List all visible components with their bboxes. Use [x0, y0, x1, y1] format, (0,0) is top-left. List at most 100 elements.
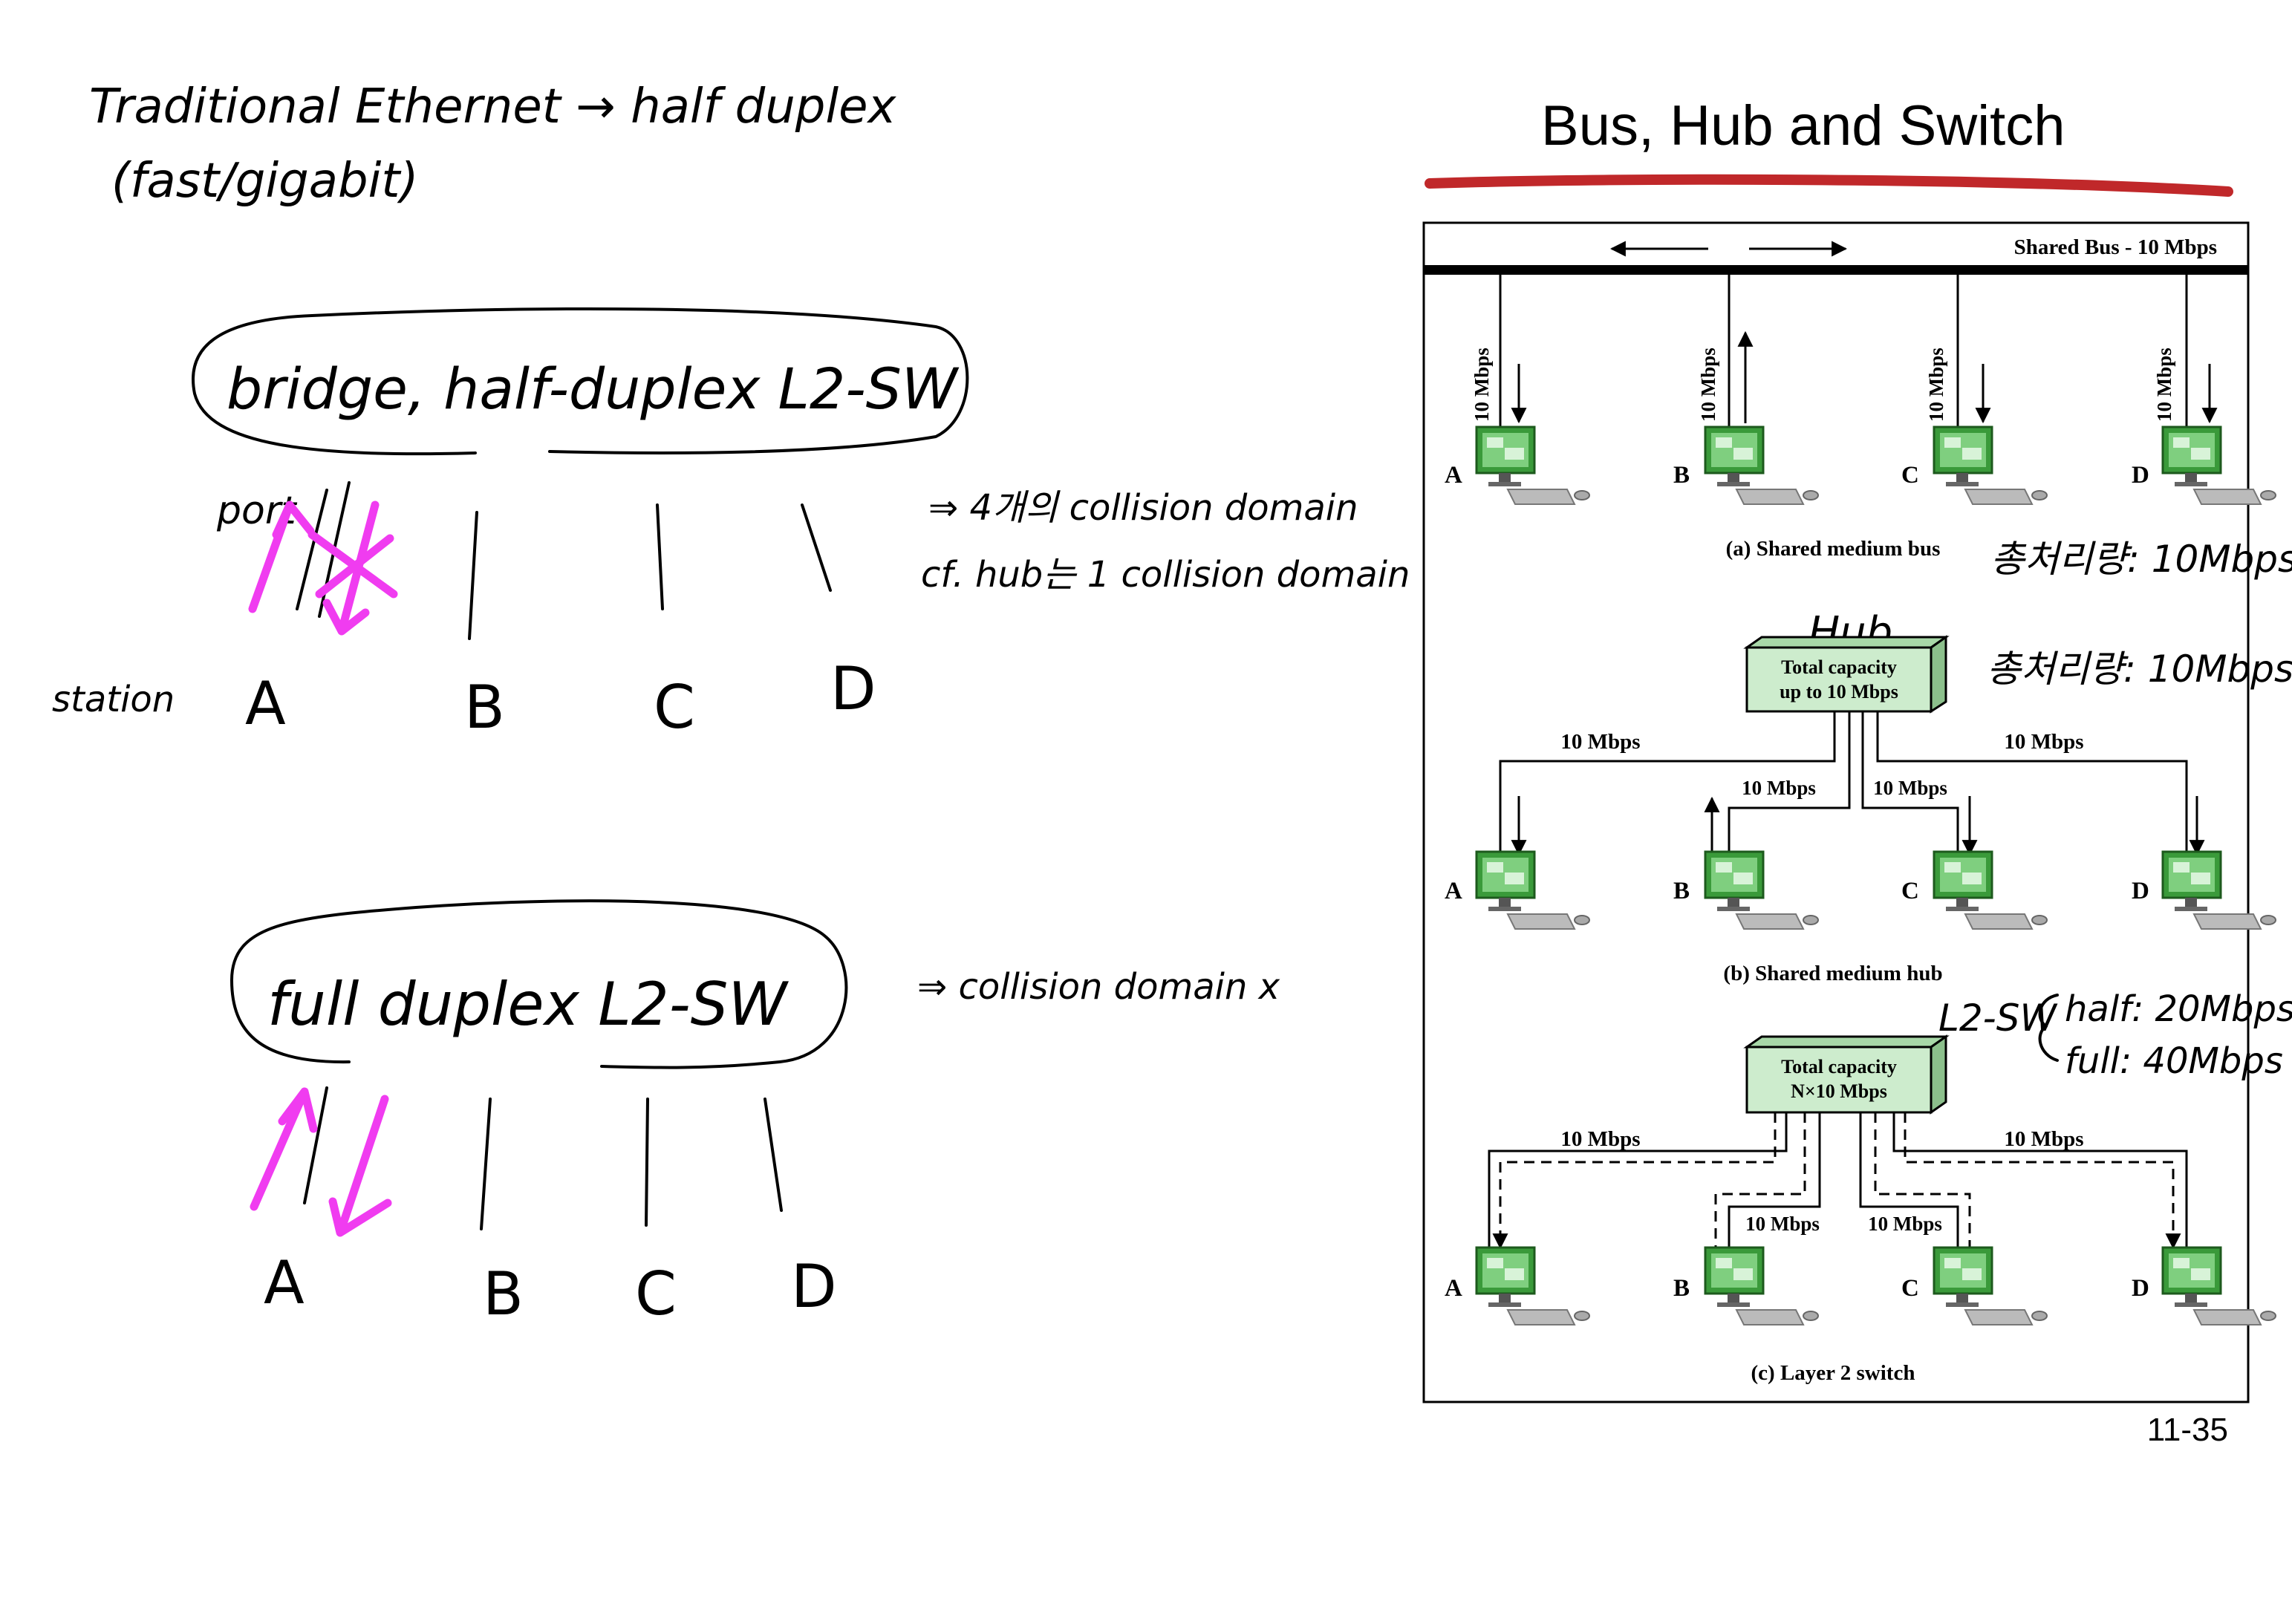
hub-box-side: [1930, 635, 1947, 714]
computer-icon-d2: [2161, 850, 2277, 930]
shared-bus-bar: [1424, 265, 2248, 275]
switch-box: [1745, 1046, 1933, 1114]
switch-box-line1: Total capacity: [1781, 1056, 1897, 1077]
station-top-b: B: [464, 673, 505, 742]
station-bottom-d: D: [791, 1252, 837, 1321]
hub-box-top: [1743, 636, 1950, 649]
port-line-a-full: [303, 1086, 328, 1204]
switch-link-c: [1859, 1112, 1959, 1253]
bus-rate-c: 10 Mbps: [1925, 348, 1947, 422]
pink-arrow-up-top: [248, 500, 315, 613]
hub-station-b: B: [1673, 878, 1690, 904]
computer-icon-b1: [1704, 425, 1820, 506]
slide-title: Bus, Hub and Switch: [1541, 94, 2065, 157]
switch-dashed-d: [1904, 1112, 2181, 1250]
computer-icon-c1: [1933, 425, 2048, 506]
bus-station-c: C: [1901, 462, 1919, 489]
note-fast-gigabit: (fast/gigabit): [111, 154, 418, 209]
bus-station-d: D: [2132, 462, 2149, 489]
computer-icon-a1: [1475, 425, 1591, 506]
note-hub-capacity: 총처리량: 10Mbps: [1987, 648, 2292, 691]
computer-icon-b2: [1704, 850, 1820, 930]
note-station: station: [52, 679, 175, 720]
hub-link-d: [1876, 711, 2188, 855]
note-full: full: 40Mbps: [2065, 1040, 2283, 1082]
hub-link-a: [1499, 711, 1836, 855]
note-bridge-half-duplex: bridge, half-duplex L2-SW: [227, 356, 960, 422]
hub-box: [1745, 646, 1933, 713]
pink-arrow-down-bottom: [328, 1095, 392, 1237]
station-top-a: A: [245, 669, 286, 738]
caption-a: (a) Shared medium bus: [1726, 537, 1941, 561]
port-line-c-full: [645, 1098, 649, 1227]
shared-bus-label: Shared Bus - 10 Mbps: [2014, 235, 2217, 259]
full-duplex-ellipse: [230, 899, 848, 1069]
computer-icon-c3: [1933, 1246, 2048, 1326]
station-bottom-c: C: [635, 1259, 677, 1328]
pink-arrow-up-bottom: [250, 1087, 318, 1211]
pink-cross-mark: [307, 530, 398, 599]
title-underline: [1425, 174, 2233, 197]
note-collision-hub: cf. hub는 1 collision domain: [921, 554, 1410, 596]
hub-rate-b: 10 Mbps: [1742, 777, 1816, 799]
hub-rate-a: 10 Mbps: [1560, 730, 1640, 754]
port-line-c: [656, 503, 664, 610]
switch-link-b: [1728, 1112, 1821, 1253]
caption-b: (b) Shared medium hub: [1723, 962, 1942, 985]
hub-rate-c: 10 Mbps: [1873, 777, 1947, 799]
figure-frame: [1422, 221, 2250, 1403]
note-l2sw: L2-SW: [1938, 997, 2057, 1040]
bus-station-b: B: [1673, 462, 1690, 489]
computer-icon-d1: [2161, 425, 2277, 506]
bus-rate-a: 10 Mbps: [1471, 348, 1493, 422]
port-line-b: [468, 511, 478, 640]
port-line-d: [801, 503, 832, 592]
note-full-duplex: full duplex L2-SW: [267, 970, 789, 1039]
hub-box-line1: Total capacity: [1781, 656, 1897, 678]
switch-station-a: A: [1445, 1275, 1462, 1302]
switch-rate-b: 10 Mbps: [1745, 1213, 1820, 1235]
page-number: 11-35: [2147, 1412, 2228, 1448]
note-brace: [2038, 994, 2059, 1062]
hub-box-line2: up to 10 Mbps: [1780, 681, 1898, 702]
computer-icon-a3: [1475, 1246, 1591, 1326]
port-line-d-full: [764, 1098, 783, 1212]
switch-link-d: [1892, 1112, 2188, 1253]
computer-icon-c2: [1933, 850, 2048, 930]
hub-rate-d: 10 Mbps: [2004, 730, 2083, 754]
note-collision-4: ⇒ 4개의 collision domain: [928, 487, 1358, 529]
hub-link-b: [1728, 711, 1851, 855]
computer-icon-d3: [2161, 1246, 2277, 1326]
bus-rate-b: 10 Mbps: [1697, 348, 1719, 422]
switch-dashed-c: [1874, 1112, 1971, 1253]
note-bus-capacity: 총처리량: 10Mbps: [1990, 538, 2292, 581]
station-top-c: C: [654, 673, 695, 742]
switch-box-line2: N×10 Mbps: [1791, 1080, 1887, 1102]
bus-station-a: A: [1445, 462, 1462, 489]
switch-station-d: D: [2132, 1275, 2149, 1302]
note-collision-x: ⇒ collision domain x: [917, 966, 1280, 1008]
bus-rate-d: 10 Mbps: [2153, 348, 2175, 422]
switch-rate-c: 10 Mbps: [1868, 1213, 1942, 1235]
switch-rate-a: 10 Mbps: [1560, 1127, 1640, 1151]
computer-icon-a2: [1475, 850, 1591, 930]
switch-station-b: B: [1673, 1275, 1690, 1302]
hub-link-c: [1861, 711, 1959, 855]
switch-box-side: [1930, 1034, 1947, 1115]
caption-c: (c) Layer 2 switch: [1751, 1361, 1915, 1385]
switch-dashed-a: [1492, 1112, 1777, 1250]
note-traditional-ethernet: Traditional Ethernet → half duplex: [89, 79, 897, 134]
switch-dashed-b: [1714, 1112, 1806, 1253]
hub-station-a: A: [1445, 878, 1462, 904]
station-top-d: D: [830, 654, 876, 723]
switch-station-c: C: [1901, 1275, 1919, 1302]
switch-rate-d: 10 Mbps: [2004, 1127, 2083, 1151]
bridge-ellipse: [192, 307, 969, 456]
station-bottom-b: B: [483, 1259, 524, 1328]
hub-station-c: C: [1901, 878, 1919, 904]
port-line-b-full: [480, 1098, 492, 1230]
hub-station-d: D: [2132, 878, 2149, 904]
switch-link-a: [1488, 1112, 1788, 1253]
